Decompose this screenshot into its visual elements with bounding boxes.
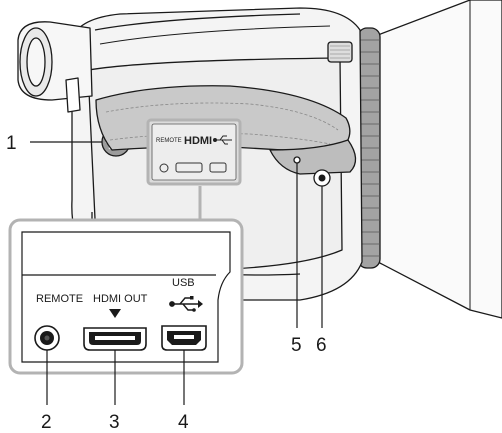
down-triangle-icon	[109, 309, 121, 318]
callout-leaders	[30, 141, 323, 405]
mini-usb-port-icon	[161, 325, 207, 351]
lens-hood	[377, 0, 502, 319]
usb-trident-icon	[169, 296, 203, 312]
callout-1: 1	[6, 133, 17, 154]
cover-hdmi-logo: HDMI	[184, 135, 212, 147]
hdmi-port-icon	[83, 327, 147, 351]
cover-remote-label: REMOTE	[156, 138, 182, 144]
round-jack-icon	[34, 325, 60, 351]
callout-3: 3	[109, 412, 120, 433]
cover-usb-icon	[213, 135, 232, 145]
callout-6: 6	[316, 335, 327, 356]
hdmi-out-port-label: HDMI OUT	[93, 293, 148, 305]
usb-port-label: USB	[172, 277, 195, 289]
callout-4: 4	[178, 412, 189, 433]
callout-2: 2	[41, 412, 52, 433]
callout-5: 5	[291, 335, 302, 356]
remote-port-label: REMOTE	[36, 293, 83, 305]
